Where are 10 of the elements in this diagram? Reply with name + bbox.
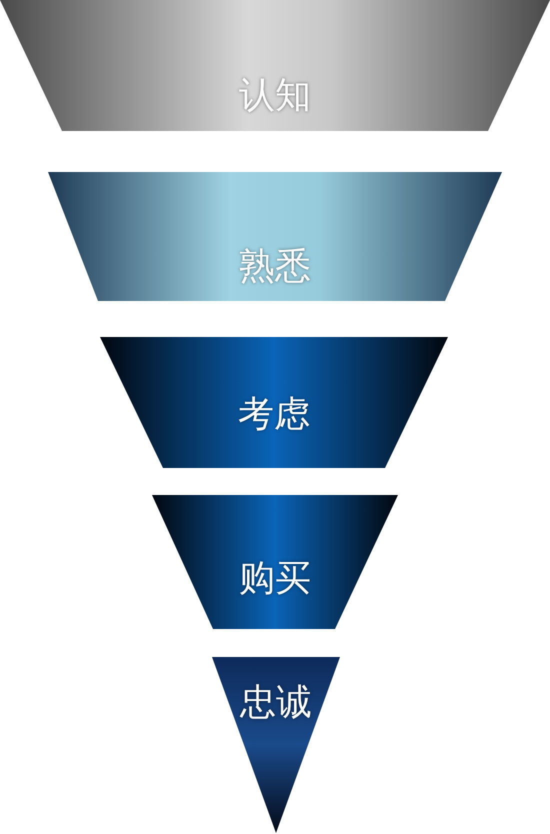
stage-label: 购买 [238,561,312,597]
stage-label: 熟悉 [238,249,312,285]
funnel-stage [212,657,340,833]
funnel-stage [152,495,398,629]
stage-label: 考虑 [237,397,311,433]
stage-label: 认知 [238,78,312,114]
stage-label: 忠诚 [238,685,313,721]
funnel-stage [0,0,550,131]
funnel-stage [100,337,448,468]
funnel-stage [48,172,502,301]
